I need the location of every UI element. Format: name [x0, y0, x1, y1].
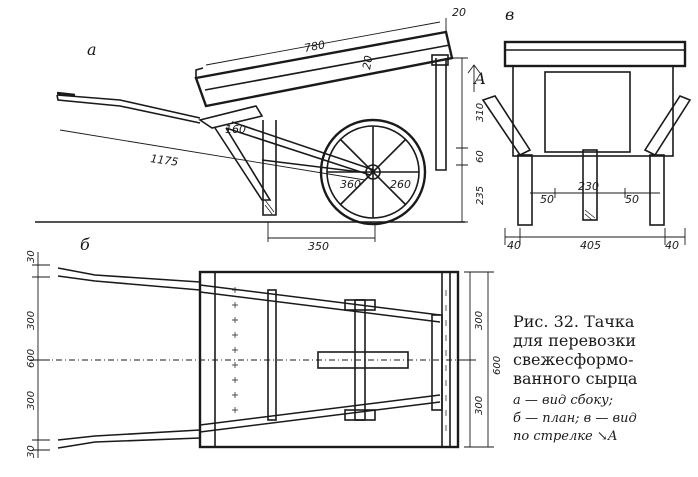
plan-view: б 30 300 600 300 30 300 600 300 [26, 235, 503, 458]
dim-260: 260 [390, 178, 411, 191]
caption-legend-line-1: а — вид сбоку; [513, 393, 614, 408]
side-view: а 780 20 20 160 1175 360 260 350 310 60 … [35, 6, 486, 253]
dim-235: 235 [475, 186, 486, 205]
dim-360: 360 [340, 178, 361, 191]
figure-caption: Рис. 32. Тачка для перевозки свежесформо… [513, 312, 693, 446]
dim-50-left: 50 [540, 193, 554, 206]
front-view-label: в [505, 5, 514, 24]
dim-405: 405 [580, 239, 601, 252]
front-view: в 230 50 50 40 405 40 [481, 5, 692, 252]
caption-title: Рис. 32. Тачка для перевозки свежесформо… [513, 312, 693, 388]
caption-title-line-3: свежесформо- [513, 350, 634, 369]
dim-40-left: 40 [507, 239, 521, 252]
caption-legend-line-2: б — план; в — вид [513, 411, 637, 426]
dim-300-right-bottom: 300 [474, 396, 485, 415]
dim-300-left-top: 300 [26, 311, 37, 330]
side-view-label: а [87, 40, 97, 59]
dim-780: 780 [303, 38, 326, 55]
dim-160: 160 [225, 123, 246, 136]
caption-legend: а — вид сбоку; б — план; в — вид по стре… [513, 392, 693, 446]
dim-20-mid: 20 [360, 54, 375, 70]
dim-230: 230 [578, 180, 599, 193]
dim-300-right-top: 300 [474, 311, 485, 330]
dim-300-left-bottom: 300 [26, 391, 37, 410]
caption-title-line-1: Рис. 32. Тачка [513, 312, 635, 331]
caption-title-line-4: ванного сырца [513, 369, 638, 388]
plan-view-label: б [80, 235, 90, 254]
dim-30-top: 30 [26, 250, 37, 263]
dim-20-top: 20 [452, 6, 466, 19]
dim-600-right: 600 [492, 356, 503, 375]
dim-40-right: 40 [665, 239, 679, 252]
dim-350: 350 [308, 240, 329, 253]
arrow-a-label: А [473, 69, 486, 88]
dim-50-right: 50 [625, 193, 639, 206]
caption-title-line-2: для перевозки [513, 331, 637, 350]
dim-60: 60 [475, 150, 486, 163]
dim-1175: 1175 [150, 152, 180, 169]
caption-legend-line-3: по стрелке ↘А [513, 429, 618, 444]
dim-600-left: 600 [26, 349, 37, 368]
dim-310: 310 [475, 103, 486, 122]
dim-30-bottom: 30 [26, 445, 37, 458]
